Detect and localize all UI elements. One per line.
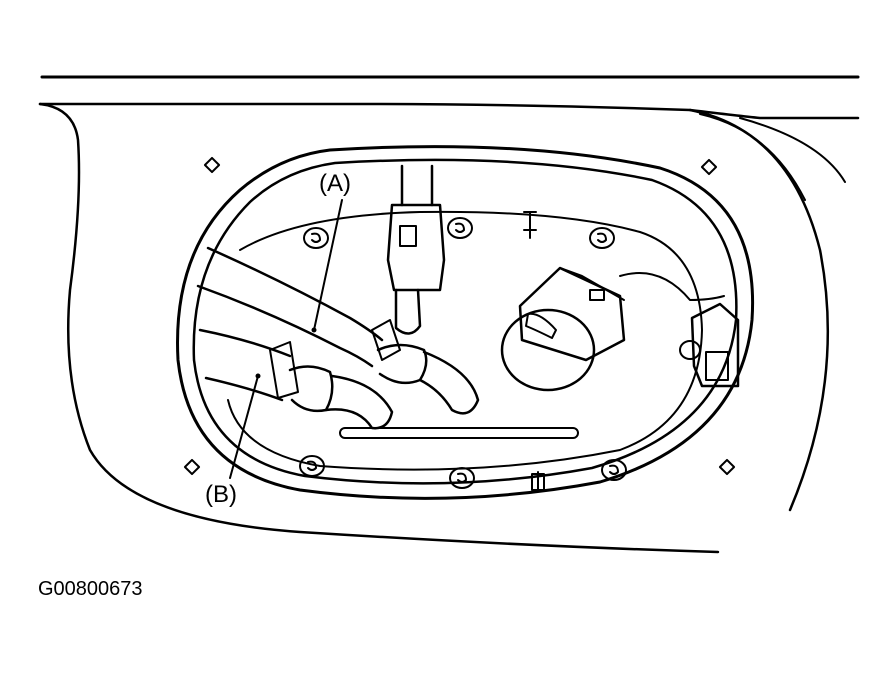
access-opening [176,145,755,500]
figure-id: G00800673 [38,578,143,600]
top-pipe-connector [386,164,446,335]
panel-top-edges [38,75,860,120]
panel-right-curve-inner [699,113,806,201]
mount-square-marks [183,156,736,476]
callout-a-leader [313,199,343,331]
hose-a [196,246,480,415]
side-wire-connector [619,272,740,388]
callout-label-b: (B) [205,481,237,508]
panel-far-right-curve [739,117,846,183]
callout-b-dot [255,373,261,379]
hose-b [198,328,394,430]
callout-b-leader [229,375,259,479]
plate-bolts [299,211,701,491]
pump-plate-outline [227,210,703,471]
callout-a-dot [311,327,317,333]
plate-slot [339,427,579,439]
pump-connector [500,266,626,392]
callout-label-a: (A) [319,170,351,197]
floor-panel-outline [38,102,720,554]
